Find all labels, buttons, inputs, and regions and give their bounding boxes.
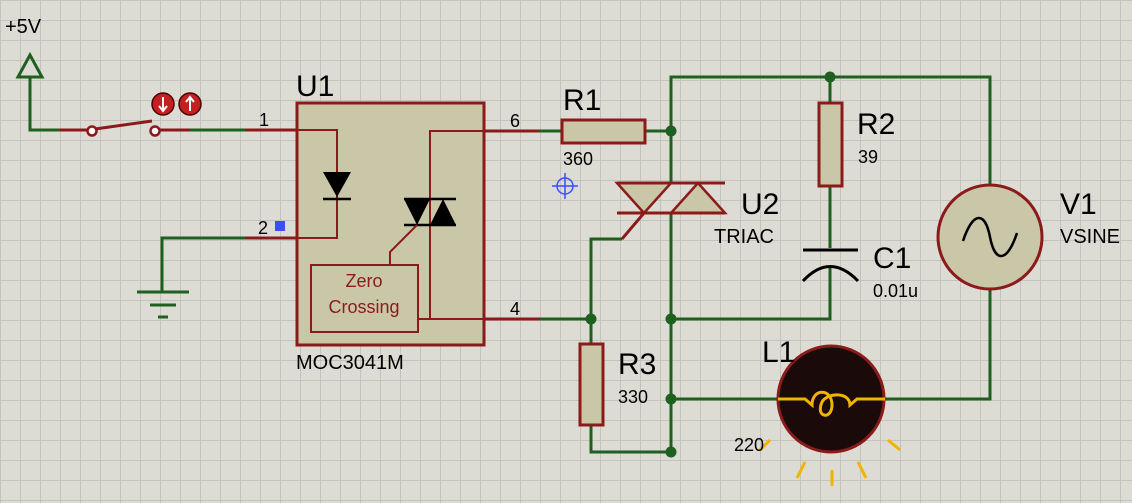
u2-ref-label: U2: [741, 188, 779, 221]
r1-ref-label: R1: [563, 84, 601, 117]
c1-ref-label: C1: [873, 242, 911, 275]
lamp-glow-rays: [758, 438, 901, 486]
r3-value-label: 330: [618, 387, 648, 407]
l1-ref-label: L1: [762, 336, 795, 369]
junction-nodes: [585, 71, 836, 458]
switch-up-icon[interactable]: [178, 92, 202, 116]
sine-source-v1[interactable]: V1 VSINE: [936, 183, 1120, 291]
u1-optocoupler[interactable]: Zero Crossing U1 MOC3041M 1 2 4 6: [258, 70, 520, 374]
capacitor-c1[interactable]: C1 0.01u: [801, 242, 918, 301]
filament-icon: [778, 390, 885, 417]
zero-crossing-block: [310, 264, 419, 333]
wire-ground-to-pin2: [160, 236, 245, 292]
supply-label: +5V: [5, 16, 42, 38]
u1-part-label: MOC3041M: [296, 352, 404, 374]
resistor-r1[interactable]: R1 360: [560, 84, 647, 169]
u1-pin2-label: 2: [258, 218, 268, 238]
r2-value-label: 39: [858, 147, 878, 167]
r2-ref-label: R2: [857, 108, 895, 141]
u2-value-label: TRIAC: [714, 226, 774, 248]
sine-wave-icon: [961, 216, 1019, 258]
lamp-l1[interactable]: L1 220: [734, 336, 901, 486]
v1-ref-label: V1: [1060, 188, 1097, 221]
wire-r3-bottom: [589, 425, 671, 454]
crosshair-icon: [552, 173, 578, 199]
resistor-r2[interactable]: R2 39: [817, 101, 895, 188]
l1-value-label: 220: [734, 435, 764, 455]
led-diode-icon: [323, 172, 351, 197]
switch-down-icon[interactable]: [151, 92, 175, 116]
wire-c1-rail: [671, 268, 832, 321]
u1-pin4-label: 4: [510, 299, 520, 319]
ground-symbol: [137, 290, 189, 319]
opto-triac-icon: [404, 199, 430, 225]
r3-ref-label: R3: [618, 348, 656, 381]
u1-pin6-label: 6: [510, 111, 520, 131]
zero-crossing-line1: Zero: [345, 271, 382, 291]
triac-u2[interactable]: U2 TRIAC: [614, 181, 779, 248]
wire-lamp-right: [885, 292, 992, 401]
u1-ref-label: U1: [296, 70, 334, 103]
c1-value-label: 0.01u: [873, 281, 918, 301]
r1-value-label: 360: [563, 149, 593, 169]
resistor-r3[interactable]: R3 330: [578, 342, 656, 427]
supply-terminal[interactable]: +5V: [5, 16, 45, 79]
zero-crossing-line2: Crossing: [328, 297, 399, 317]
v1-value-label: VSINE: [1060, 226, 1120, 248]
pin-stubs: [60, 128, 992, 321]
wire-supply: [28, 78, 60, 132]
pin2-marker: [275, 221, 285, 231]
u1-pin1-label: 1: [259, 110, 269, 130]
push-switch[interactable]: [86, 92, 202, 137]
wire-gate: [589, 237, 622, 319]
